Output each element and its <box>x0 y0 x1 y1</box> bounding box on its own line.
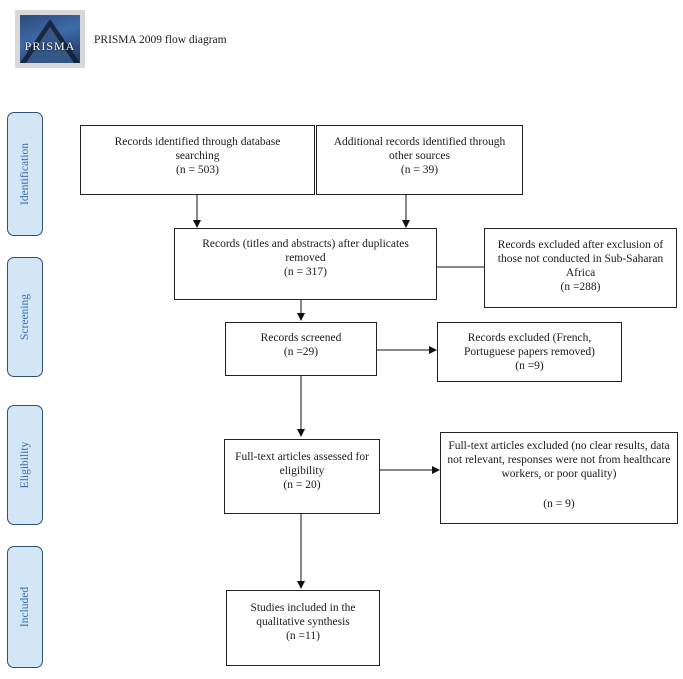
box-duplicates-removed-text: Records (titles and abstracts) after dup… <box>202 238 409 264</box>
phase-included: Included <box>7 546 43 668</box>
prisma-logo: PRISMA <box>15 10 85 68</box>
box-excluded-language-count: (n =9) <box>515 360 544 372</box>
box-database-search-text: Records identified through database sear… <box>114 136 281 162</box>
page-title: PRISMA 2009 flow diagram <box>94 34 227 46</box>
box-excluded-language-text: Records excluded (French, Portuguese pap… <box>464 332 595 358</box>
box-fulltext-assessed-text: Full-text articles assessed for eligibil… <box>235 451 369 477</box>
phase-identification: Identification <box>7 112 43 236</box>
box-excluded-region-text: Records excluded after exclusion of thos… <box>497 239 664 279</box>
box-duplicates-removed: Records (titles and abstracts) after dup… <box>174 228 437 300</box>
phase-eligibility: Eligibility <box>7 405 43 525</box>
logo-triangle-graphic <box>20 19 80 63</box>
box-excluded-region: Records excluded after exclusion of thos… <box>484 228 677 308</box>
box-records-screened: Records screened (n =29) <box>225 322 377 376</box>
box-records-screened-text: Records screened <box>260 332 342 344</box>
box-included-studies: Studies included in the qualitative synt… <box>226 590 380 666</box>
logo-text: PRISMA <box>24 39 76 53</box>
box-excluded-region-count: (n =288) <box>560 281 601 293</box>
box-database-search-count: (n = 503) <box>176 164 219 176</box>
box-fulltext-assessed-count: (n = 20) <box>283 479 321 491</box>
box-other-sources-count: (n = 39) <box>400 164 439 176</box>
box-fulltext-excluded-text: Full-text articles excluded (no clear re… <box>447 440 671 480</box>
box-other-sources-text: Additional records identified through ot… <box>333 136 506 162</box>
phase-screening: Screening <box>7 257 43 377</box>
box-database-search: Records identified through database sear… <box>80 125 315 195</box>
box-included-studies-count: (n =11) <box>286 630 320 642</box>
box-fulltext-excluded: Full-text articles excluded (no clear re… <box>440 432 678 524</box>
box-included-studies-text: Studies included in the qualitative synt… <box>250 602 356 628</box>
box-excluded-language: Records excluded (French, Portuguese pap… <box>437 322 622 382</box>
box-records-screened-count: (n =29) <box>283 346 319 358</box>
box-fulltext-excluded-count: (n = 9) <box>543 498 575 510</box>
box-duplicates-removed-count: (n = 317) <box>284 266 327 278</box>
box-other-sources: Additional records identified through ot… <box>316 125 523 195</box>
box-fulltext-assessed: Full-text articles assessed for eligibil… <box>224 439 380 514</box>
